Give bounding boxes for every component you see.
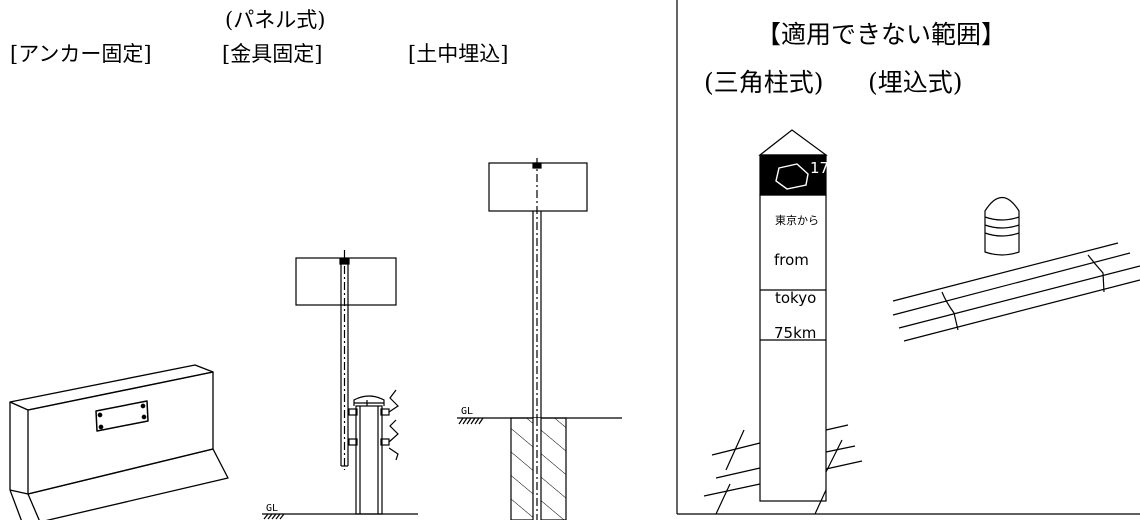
triangular-type-label: (三角柱式) [704, 68, 824, 97]
post-text-distance: 75km [774, 324, 817, 342]
buried-fixed-label: [土中埋込] [408, 42, 509, 66]
embedded-marker [984, 196, 1020, 256]
post-text-from: from [774, 251, 809, 269]
mounting-bracket [348, 389, 399, 461]
post-text-tokyo: tokyo [775, 289, 817, 307]
anchor-plate [95, 400, 149, 432]
ground-grid [703, 424, 863, 515]
bracket-fixed-sign [295, 250, 397, 470]
route-number: 17 [810, 159, 830, 177]
gl-label-bracket: GL [266, 503, 278, 514]
triangular-column-post [758, 129, 828, 502]
ground-line [262, 513, 418, 520]
right-panel-border [676, 0, 1140, 515]
bracket-fixed-label: [金具固定] [222, 42, 323, 66]
panel-type-label: (パネル式) [225, 8, 326, 32]
anchor-fixed-label: [アンカー固定] [10, 42, 152, 66]
road-curb [892, 242, 1140, 342]
concrete-foundation [510, 417, 567, 520]
buried-sign [488, 158, 588, 520]
not-applicable-title: 【適用できない範囲】 [756, 20, 1007, 49]
embedded-type-label: (埋込式) [868, 68, 963, 97]
support-pole [353, 395, 385, 515]
gl-label-buried: GL [461, 406, 473, 417]
post-text-from-tokyo-jp: 東京から [775, 214, 819, 227]
concrete-block [9, 364, 229, 520]
